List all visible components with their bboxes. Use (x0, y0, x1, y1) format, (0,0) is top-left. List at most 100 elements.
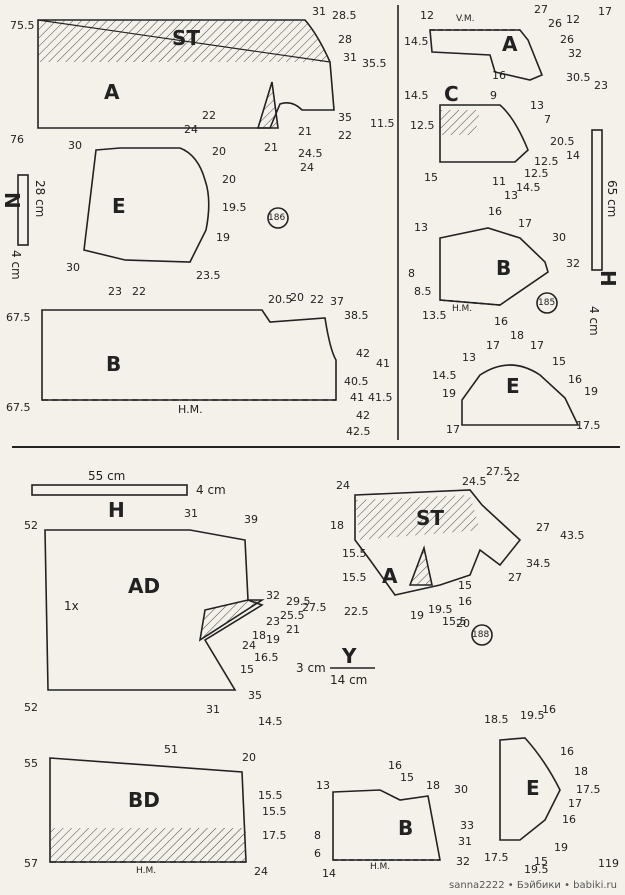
bb-num-2: 15 (400, 771, 414, 784)
eb-num-7: 16 (562, 813, 576, 826)
ad-num-2: 39 (244, 513, 258, 526)
ad-num-17: 52 (24, 701, 38, 714)
bb-num-6: 31 (458, 835, 472, 848)
re-num-10: 19 (442, 387, 456, 400)
ab-num-1: 15.5 (342, 571, 367, 584)
rb-num-4: 13 (414, 221, 428, 234)
e-num-10: 30 (66, 261, 80, 274)
b-num-9: 40.5 (344, 375, 369, 388)
stb-num-8: 18 (330, 519, 344, 532)
re-num-9: 14.5 (432, 369, 457, 382)
eb-num-0: 18.5 (484, 713, 509, 726)
label-a-right: A (502, 32, 518, 56)
b-num-4: 22 (310, 293, 324, 306)
hm-bd: H.M. (136, 866, 157, 876)
credit-footer: sanna2222 • Бэйбики • babiki.ru (449, 880, 617, 891)
b-num-11: 41.5 (368, 391, 393, 404)
scale-length-bottom: 55 cm (88, 469, 126, 483)
piece-c-right (439, 104, 529, 163)
scale-letter-top-right: H (596, 270, 620, 287)
rb-num-2: 30 (552, 231, 566, 244)
stb-num-7: 27 (508, 571, 522, 584)
ad-num-7: 23 (266, 615, 280, 628)
re-num-2: 18 (510, 329, 524, 342)
figure-circle-188 (471, 624, 493, 646)
rb-num-1: 17 (518, 217, 532, 230)
ra-num-0: 12 (420, 9, 434, 22)
label-b-bottom: B (398, 816, 414, 840)
bb-num-4: 30 (454, 783, 468, 796)
rc-num-11: 12.5 (410, 119, 435, 132)
line-st-top (37, 19, 331, 63)
piece-e-bottom (499, 737, 561, 841)
e-num-2: 20 (212, 145, 226, 158)
scale-unit-top-right: 4 cm (587, 306, 601, 336)
e-num-5: 19 (216, 231, 230, 244)
scale-bar-top-right (591, 129, 603, 271)
bd-num-4: 15.5 (262, 805, 287, 818)
ad-num-16: 31 (206, 703, 220, 716)
b-right-dashed (439, 299, 501, 306)
eb-num-10: 19.5 (524, 863, 549, 876)
ra-num-4: 26 (560, 33, 574, 46)
ab-num-0: 15.5 (342, 547, 367, 560)
b-num-8: 41 (376, 357, 390, 370)
bd-num-0: 55 (24, 757, 38, 770)
scale-y-letter: Y (342, 644, 357, 668)
label-st-bottom: ST (416, 506, 445, 530)
rc-num-8: 14.5 (516, 181, 541, 194)
eb-num-4: 18 (574, 765, 588, 778)
bd-num-1: 51 (164, 743, 178, 756)
eb-num-6: 17 (568, 797, 582, 810)
bd-num-7: 57 (24, 857, 38, 870)
stb-num-3: 22 (506, 471, 520, 484)
piece-e-top (83, 147, 210, 263)
eb-num-2: 16 (542, 703, 556, 716)
b-num-7: 42 (356, 347, 370, 360)
page-number-bottom: 119 (598, 857, 619, 870)
ad-num-4: 29.5 (286, 595, 311, 608)
scale-unit-bottom: 4 cm (196, 483, 226, 497)
e-num-3: 20 (222, 173, 236, 186)
eb-num-5: 17.5 (576, 783, 601, 796)
mark-ad: 1x (64, 599, 79, 613)
scale-letter-bottom: H (108, 498, 125, 522)
rc-num-4: 14 (566, 149, 580, 162)
e-num-0: 24 (184, 123, 198, 136)
label-e-right: E (506, 374, 520, 398)
b-num-0: 67.5 (6, 311, 31, 324)
b-num-5: 37 (330, 295, 344, 308)
ad-num-11: 24 (242, 639, 256, 652)
rb-num-5: 8 (408, 267, 415, 280)
rb-num-0: 16 (488, 205, 502, 218)
st-num-6: 35 (338, 111, 352, 124)
ad-num-14: 35 (248, 689, 262, 702)
rc-num-10: 11 (492, 175, 506, 188)
re-num-1: 17 (486, 339, 500, 352)
rb-num-6: 8.5 (414, 285, 432, 298)
ab-num-5: 16 (458, 595, 472, 608)
ad-num-13: 15 (240, 663, 254, 676)
bb-num-8: 8 (314, 829, 321, 842)
figure-185: 185 (538, 298, 556, 308)
hm-b-bottom: H.M. (370, 862, 391, 872)
rc-num-7: 15 (424, 171, 438, 184)
hatch-c (440, 110, 480, 135)
label-e-bottom: E (526, 776, 540, 800)
a-num-0: 76 (10, 133, 24, 146)
bb-num-0: 13 (316, 779, 330, 792)
figure-circle-186 (267, 207, 289, 229)
stb-num-2: 27.5 (486, 465, 511, 478)
bb-num-3: 18 (426, 779, 440, 792)
st-num-3: 28 (338, 33, 352, 46)
bb-num-5: 33 (460, 819, 474, 832)
st-num-5: 35.5 (362, 57, 387, 70)
ra-num-6: 30.5 (566, 71, 591, 84)
ad-num-1: 31 (184, 507, 198, 520)
b-num-10: 41 (350, 391, 364, 404)
re-num-6: 19 (584, 385, 598, 398)
scale-length-top-left: 28 cm (33, 180, 47, 218)
label-ad: AD (128, 574, 161, 598)
